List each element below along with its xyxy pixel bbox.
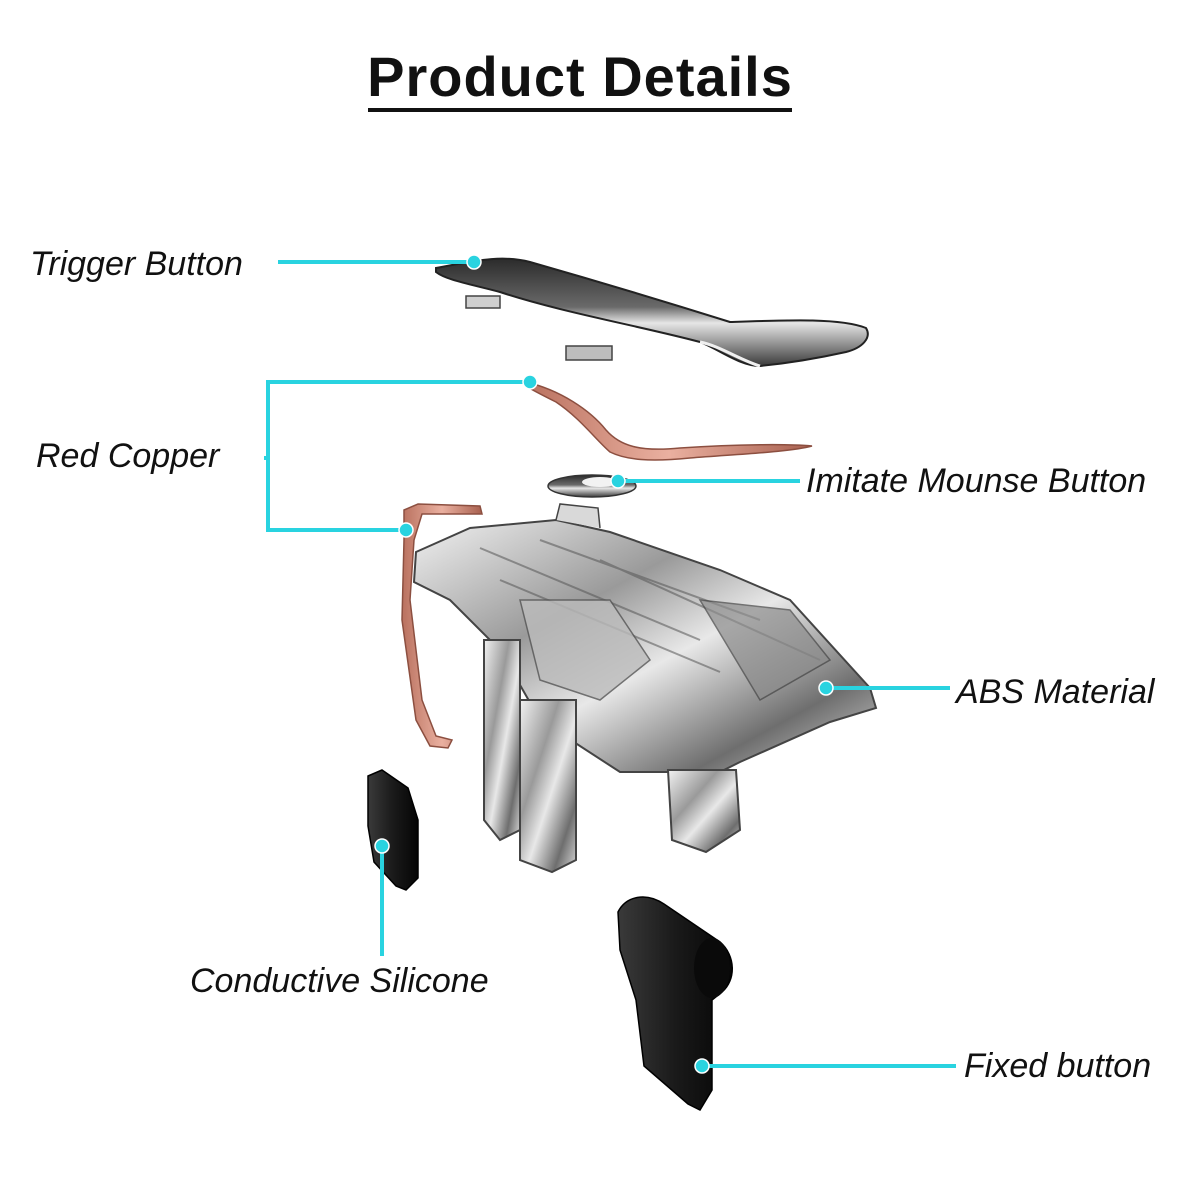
label-trigger-button: Trigger Button [30, 245, 243, 283]
label-abs-material: ABS Material [956, 673, 1155, 711]
leader-red-copper-upper [264, 380, 530, 460]
label-fixed-button: Fixed button [964, 1047, 1152, 1085]
abs-housing-part [412, 503, 878, 874]
fixed-button-part [617, 896, 733, 1111]
page-title: Product Details [367, 45, 793, 108]
title-underline [368, 108, 792, 112]
trigger-button-part [435, 257, 869, 368]
callout-lines [264, 260, 956, 1068]
red-copper-strip-upper [525, 381, 813, 461]
dot-abs-material [818, 680, 834, 696]
dot-conductive-silicone [374, 838, 390, 854]
leader-red-copper-side [266, 458, 406, 532]
label-red-copper: Red Copper [36, 437, 220, 475]
dot-red-copper-upper [522, 374, 538, 390]
callout-dots [374, 254, 834, 1074]
label-imitate-mouse-button: Imitate Mounse Button [806, 462, 1147, 500]
dot-red-copper-side [398, 522, 414, 538]
label-conductive-silicone: Conductive Silicone [190, 962, 489, 1000]
conductive-silicone-part [367, 769, 419, 891]
dot-trigger-button [466, 254, 482, 270]
dot-imitate-mouse-button [610, 473, 626, 489]
dot-fixed-button [694, 1058, 710, 1074]
